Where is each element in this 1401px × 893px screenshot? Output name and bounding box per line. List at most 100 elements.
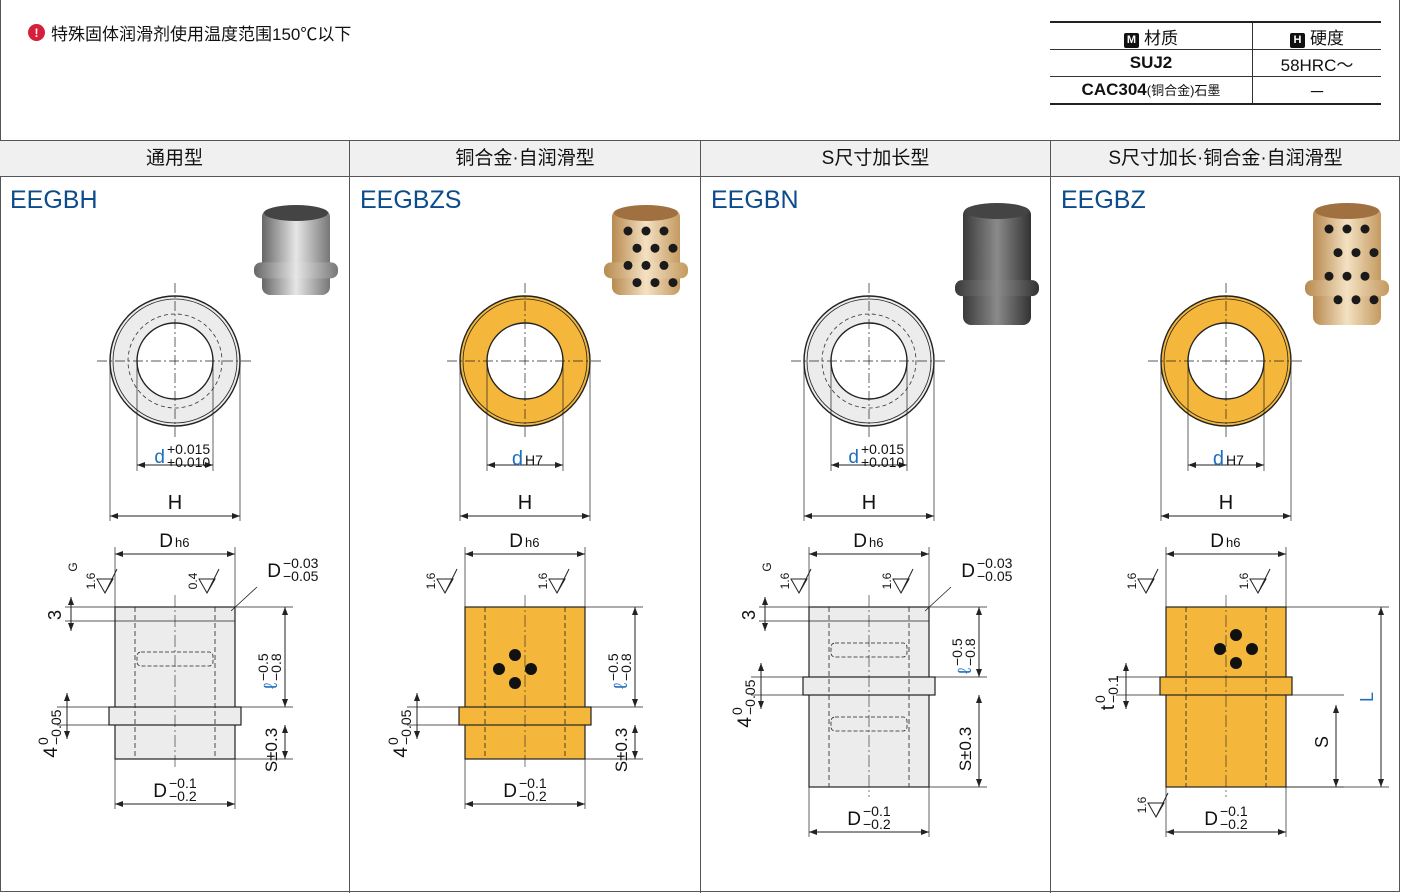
dim-S-label: S±0.3 — [262, 728, 281, 772]
dim-D-fit: h6 — [869, 535, 883, 550]
dim-l-label: ℓ−0.5−0.8 — [605, 653, 634, 689]
dim-Db-label: D−0.1−0.2 — [847, 803, 891, 832]
photo-bore — [965, 203, 1029, 219]
dim-4-label-base: 4 — [735, 717, 756, 728]
dim-Db-label-tol-bot: −0.2 — [1220, 816, 1248, 832]
dim-Dc-label-tol-top: −0.03 — [283, 555, 319, 571]
graphite-plug — [1230, 629, 1242, 641]
dim-Db-label-tol-top: −0.1 — [863, 803, 891, 819]
dim-Dc-label-tol-bot: −0.05 — [977, 568, 1013, 584]
dim-S-label: S±0.3 — [612, 728, 631, 772]
roughness-bore-symbol — [198, 568, 220, 595]
graphite-plug — [641, 260, 651, 270]
dim-4-label: 40−0.05 — [729, 679, 758, 727]
product-code: EEGBH — [10, 186, 98, 214]
dim-h-label: H — [168, 492, 182, 514]
roughness-outer-value: 1.6 — [424, 572, 438, 589]
note-text: 特殊固体润滑剂使用温度范围150℃以下 — [51, 25, 352, 44]
dim-Dc-label: D−0.03−0.05 — [961, 555, 1012, 584]
dim-d-label: d+0.015+0.010 — [848, 441, 904, 470]
roughness-outer-symbol — [1137, 568, 1159, 595]
dim-l-label-tol-bot: −0.8 — [962, 638, 978, 666]
dim-l-label-base: ℓ — [955, 668, 976, 674]
roughness-bore-value: 0.4 — [186, 572, 200, 589]
dim-Db-label: D−0.1−0.2 — [153, 775, 197, 804]
material-name: CAC304 — [1081, 80, 1147, 99]
dim-d-arrowheads — [137, 462, 213, 468]
roughness-end-symbol — [1147, 792, 1169, 819]
roughness-bore-symbol — [892, 568, 914, 595]
oil-groove — [830, 716, 908, 732]
graphite-plug — [623, 260, 633, 270]
dim-L-label: L — [1357, 692, 1377, 702]
roughness-outer-symbol — [436, 568, 458, 595]
photo-body — [963, 207, 1031, 325]
graphite-plug — [1324, 271, 1334, 281]
graphite-plug — [632, 243, 642, 253]
dim-S-label: S — [1312, 736, 1332, 748]
graphite-plug — [650, 278, 660, 288]
roughness-end: 1.6 — [1135, 792, 1169, 819]
dim-l-label-tol-top: −0.5 — [949, 638, 965, 666]
product-code: EEGBN — [711, 186, 799, 214]
hardness-tag: H — [1290, 32, 1305, 48]
graphite-plug — [632, 278, 642, 288]
graphite-plug — [509, 677, 521, 689]
photo-bore — [614, 205, 678, 221]
dim-Dc-label: D−0.03−0.05 — [267, 555, 318, 584]
column-header: 通用型 — [0, 141, 349, 177]
dim-d-label-tol-top: +0.015 — [167, 441, 210, 457]
roughness-outer-value: 1.6 — [84, 572, 98, 589]
product-photo — [955, 203, 1039, 325]
photo-bore — [1315, 203, 1379, 219]
roughness-outer: 1.6 — [1125, 568, 1159, 595]
photo-flange — [1305, 280, 1389, 297]
roughness-bore-value: 1.6 — [1237, 572, 1251, 589]
dim-S-label: S±0.3 — [956, 727, 975, 771]
dim-l-label-tol-bot: −0.8 — [618, 653, 634, 681]
photo-bore — [264, 205, 328, 221]
dim-Db-label-base: D — [1204, 809, 1218, 830]
dim-Db-label: D−0.1−0.2 — [1204, 803, 1248, 832]
graphite-plug — [525, 663, 537, 675]
graphite-plug — [1342, 271, 1352, 281]
material-header-label: 材质 — [1144, 28, 1178, 48]
dim-Db-label-tol-top: −0.1 — [1220, 803, 1248, 819]
dim-Db-label-tol-top: −0.1 — [519, 775, 547, 791]
dim-Db-label-tol-bot: −0.2 — [169, 788, 197, 804]
dim-4-label-tol-top: 0 — [385, 737, 401, 745]
graphite-plug — [1351, 295, 1361, 305]
graphite-plug — [1360, 271, 1370, 281]
oil-groove — [136, 651, 214, 667]
dim-3-label: 3 — [739, 610, 759, 620]
dim-4-label-tol-bot: −0.05 — [398, 709, 414, 745]
roughness-bore-value: 1.6 — [536, 572, 550, 589]
dim-d-label-base: d — [848, 447, 859, 468]
dim-4-label-tol-bot: −0.05 — [742, 679, 758, 715]
oil-groove — [830, 642, 908, 658]
dim-4-label-base: 4 — [41, 747, 62, 758]
dim-4-label: 4 0−0.05 — [385, 709, 414, 757]
dim-Dc-label-base: D — [267, 561, 281, 582]
graphite-plug — [641, 226, 651, 236]
column-header: 铜合金·自润滑型 — [350, 141, 700, 177]
dim-4-label-base: 4 — [391, 747, 412, 758]
product-photo — [1305, 203, 1389, 325]
column-header: S尺寸加长·铜合金·自润滑型 — [1051, 141, 1400, 177]
dim-d-base: d — [1213, 448, 1224, 470]
dim-D-fit: h6 — [525, 535, 539, 550]
